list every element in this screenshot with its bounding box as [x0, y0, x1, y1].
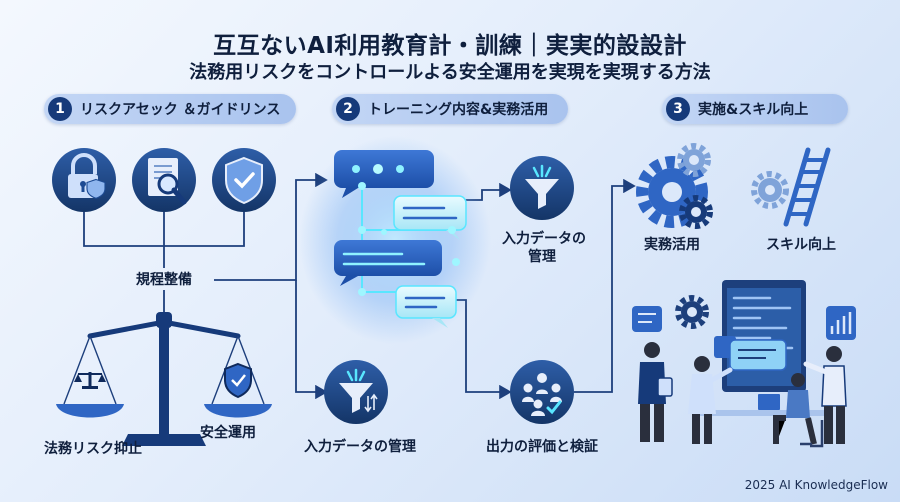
- chat-bubble-icon: [395, 285, 457, 328]
- step-1-header: 1 リスクアセック ＆ガイドリンス: [44, 94, 296, 124]
- practical-use-label: 実務活用: [644, 237, 700, 253]
- to-input-mgmt-arrow: [295, 280, 328, 400]
- to-output-eval-arrow: [456, 299, 512, 400]
- network-nodes: [358, 182, 460, 296]
- team-evaluation-icon: [510, 360, 574, 424]
- step-2-number: 2: [336, 97, 360, 121]
- step-2-label: トレーニング内容&実務活用: [368, 102, 549, 118]
- chat-bubble-icon: [334, 240, 442, 286]
- step-2-header: 2 トレーニング内容&実務活用: [332, 94, 568, 124]
- to-training-arrow: [214, 172, 328, 281]
- chat-bubble-icon: [393, 195, 467, 240]
- funnel-sort-icon: [324, 360, 388, 424]
- footer-credit: 2025 AI KnowledgeFlow: [744, 478, 888, 492]
- safe-operation-label: 安全運用: [200, 425, 256, 441]
- page-title: 互互ないAI利用教育計・訓練｜実実的設設計: [213, 33, 687, 59]
- step-1-label: リスクアセック ＆ガイドリンス: [80, 102, 281, 118]
- ladder-icon: [751, 147, 831, 227]
- gears-icon: [636, 143, 713, 229]
- lock-icon: [52, 148, 116, 212]
- rules-label: 規程整備: [136, 272, 192, 288]
- chat-bubble-icon: [334, 150, 434, 198]
- output-evaluation-label: 出力の評価と検証: [486, 439, 598, 455]
- input-data-management-top-label: 入力データの 管理: [502, 230, 586, 266]
- funnel-icon: [510, 156, 574, 220]
- shield-check-icon: [212, 148, 276, 212]
- step-3-label: 実施&スキル向上: [698, 102, 809, 118]
- skill-up-label: スキル向上: [766, 237, 836, 253]
- input-data-management-top-line1: 入力データの: [502, 231, 586, 247]
- legal-risk-label: 法務リスク抑止: [44, 441, 142, 457]
- team-collaboration-illustration: [632, 280, 856, 448]
- justice-scale-icon: [56, 312, 272, 446]
- to-practice-arrow: [574, 178, 636, 393]
- step-1-number: 1: [48, 97, 72, 121]
- document-search-icon: [132, 148, 196, 212]
- step-3-header: 3 実施&スキル向上: [662, 94, 848, 124]
- input-data-management-label: 入力データの管理: [304, 439, 416, 455]
- step-3-number: 3: [666, 97, 690, 121]
- input-data-management-top-line2: 管理: [528, 249, 556, 265]
- page-subtitle: 法務用リスクをコントロールよる安全運用を実現を実現する方法: [189, 62, 711, 83]
